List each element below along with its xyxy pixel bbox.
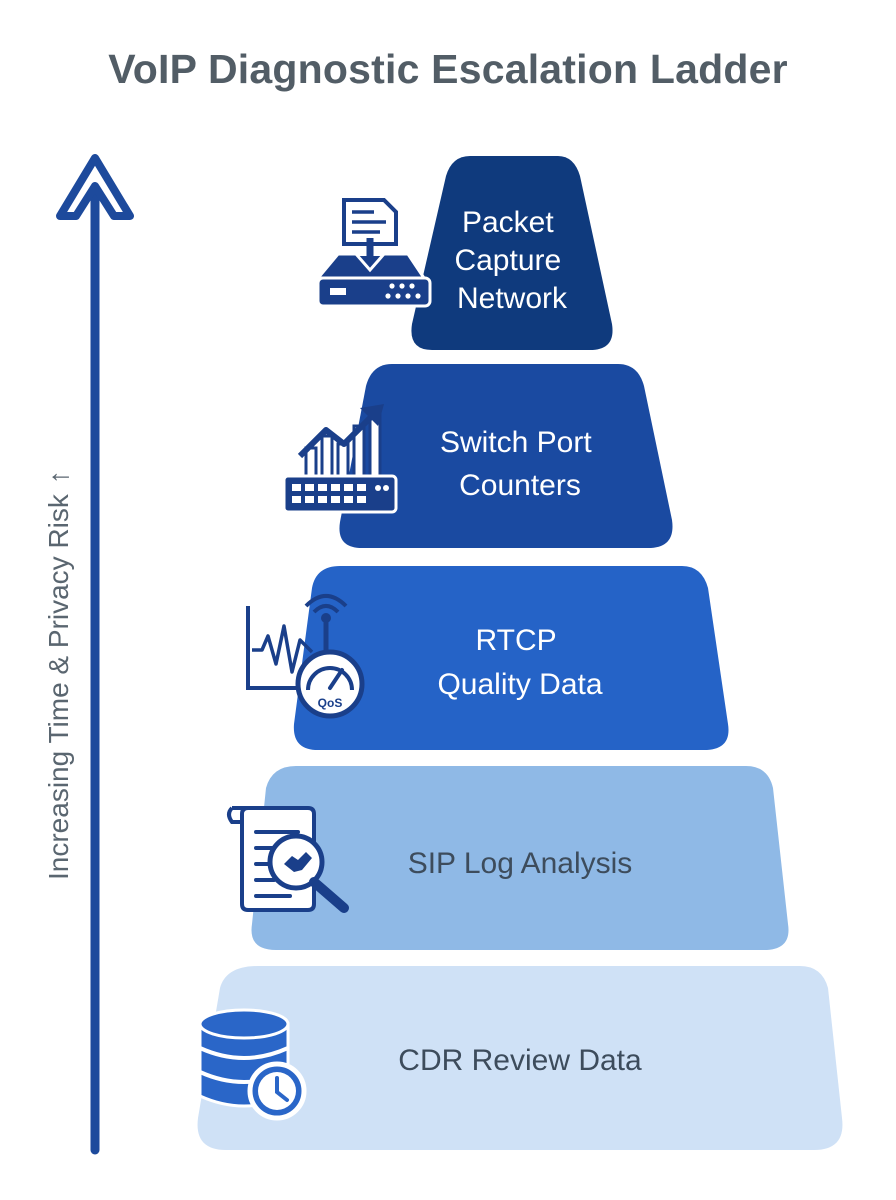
svg-text:QoS: QoS bbox=[318, 696, 343, 710]
qos-gauge-icon: QoS bbox=[246, 594, 365, 719]
tier-label: RTCP Quality Data bbox=[437, 624, 602, 701]
tier-label-line: SIP Log Analysis bbox=[408, 847, 633, 880]
tier-sip-log-analysis: SIP Log Analysis bbox=[227, 766, 789, 950]
tier-label-line: Switch Port bbox=[440, 426, 592, 459]
tier-label-line: Quality Data bbox=[437, 668, 602, 701]
tier-label-line: Packet bbox=[462, 206, 554, 239]
tier-rtcp-quality-data: RTCP Quality Data QoS bbox=[246, 566, 729, 750]
tier-cdr-review-data: CDR Review Data bbox=[197, 966, 843, 1150]
tier-label: CDR Review Data bbox=[398, 1044, 642, 1077]
tier-shape bbox=[251, 766, 789, 950]
page-title: VoIP Diagnostic Escalation Ladder bbox=[108, 46, 788, 92]
tier-label: SIP Log Analysis bbox=[408, 847, 633, 880]
axis-arrow-head bbox=[56, 154, 134, 220]
tier-label-line: RTCP bbox=[476, 624, 557, 657]
tier-shape bbox=[411, 156, 613, 350]
axis-label-arrow: ↑ bbox=[43, 470, 74, 484]
sip-log-search-icon bbox=[227, 806, 349, 913]
escalation-axis: Increasing Time & Privacy Risk ↑ bbox=[43, 154, 134, 1155]
axis-label-text: Increasing Time & Privacy Risk bbox=[43, 493, 74, 880]
tier-label-line: Network bbox=[457, 282, 568, 315]
tier-shape bbox=[293, 566, 729, 750]
tier-shape bbox=[197, 966, 843, 1150]
tier-shape bbox=[339, 364, 673, 548]
tier-packet-capture-network: Packet Capture Network bbox=[314, 156, 613, 350]
tier-label-line: Capture bbox=[454, 244, 561, 277]
database-clock-icon bbox=[198, 1008, 307, 1121]
tier-label-line: CDR Review Data bbox=[398, 1044, 642, 1077]
tier-label-line: Counters bbox=[459, 469, 581, 502]
tier-switch-port-counters: Switch Port Counters bbox=[282, 364, 673, 548]
tier-label: Switch Port Counters bbox=[440, 426, 600, 502]
tier-label: Packet Capture Network bbox=[454, 206, 569, 315]
network-capture-appliance-icon bbox=[314, 198, 432, 308]
switch-traffic-chart-icon bbox=[282, 404, 398, 514]
axis-label: Increasing Time & Privacy Risk ↑ bbox=[43, 470, 74, 880]
